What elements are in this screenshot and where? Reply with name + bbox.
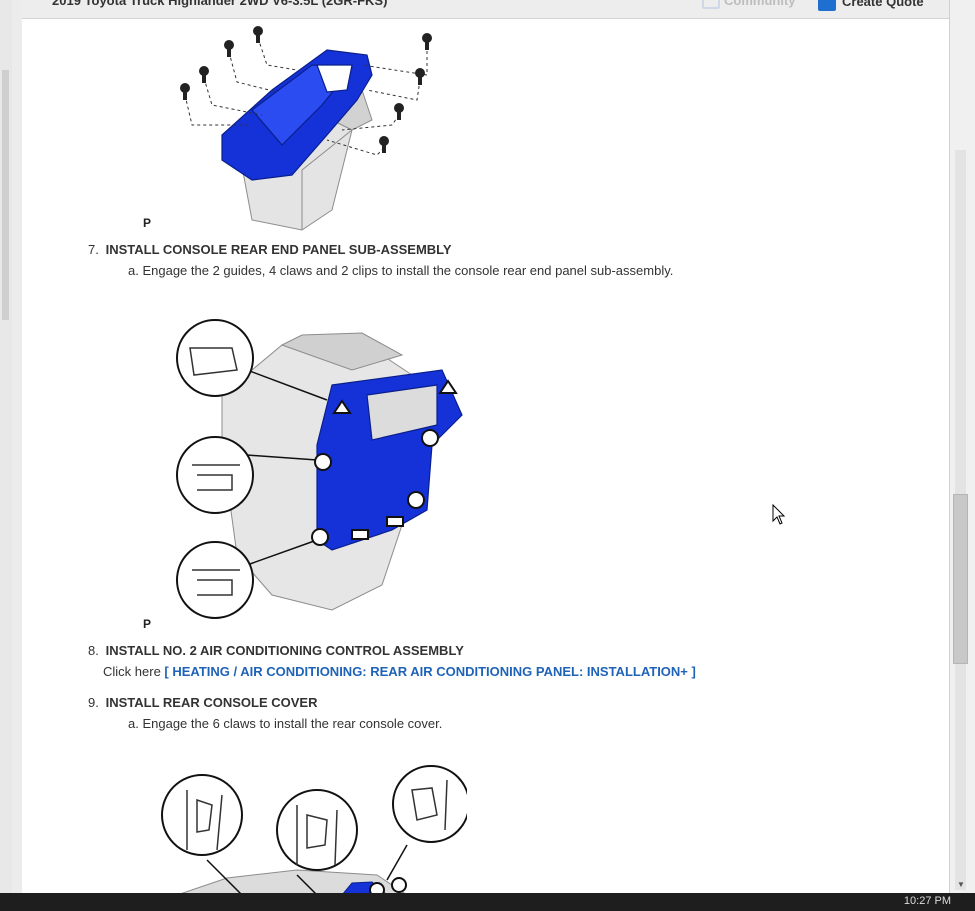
figure-label: P — [143, 216, 152, 230]
taskbar-clock: 10:27 PM — [903, 895, 951, 907]
create-quote-button[interactable]: Create Quote — [818, 0, 924, 11]
step-9: 9. INSTALL REAR CONSOLE COVER — [88, 695, 318, 710]
figure-rear-end-panel — [176, 319, 463, 619]
screws — [180, 26, 432, 153]
figure-label: P — [143, 617, 152, 631]
scroll-down-arrow-icon[interactable]: ▼ — [957, 880, 965, 889]
callout-detail — [186, 779, 448, 866]
clip-markers — [311, 379, 458, 546]
clip-markers — [369, 877, 407, 893]
blue-part — [221, 49, 373, 181]
callout-lines — [206, 844, 408, 893]
step-8: 8. INSTALL NO. 2 AIR CONDITIONING CONTRO… — [88, 643, 464, 658]
mouse-cursor-icon — [772, 504, 786, 525]
step-9-title: INSTALL REAR CONSOLE COVER — [105, 695, 318, 710]
callout-lines — [246, 369, 328, 566]
top-bar: 2019 Toyota Truck Highlander 2WD V6-3.5L… — [22, 0, 949, 19]
vehicle-title: 2019 Toyota Truck Highlander 2WD V6-3.5L… — [52, 0, 388, 8]
blue-panel — [316, 369, 463, 551]
right-scrollbar[interactable]: ▼ — [950, 0, 975, 893]
figure-console-box-screws — [180, 26, 432, 231]
screw-lines — [184, 37, 428, 156]
quote-icon — [818, 0, 836, 11]
callout-circles — [161, 765, 467, 871]
content-window: 2019 Toyota Truck Highlander 2WD V6-3.5L… — [12, 0, 950, 893]
step-7: 7. INSTALL CONSOLE REAR END PANEL SUB-AS… — [88, 242, 452, 257]
callout-detail — [189, 347, 240, 596]
figure-rear-console-cover — [161, 765, 467, 893]
step-8-title: INSTALL NO. 2 AIR CONDITIONING CONTROL A… — [105, 643, 464, 658]
callout-circles — [176, 319, 254, 619]
step-8-click: Click here [ HEATING / AIR CONDITIONING:… — [103, 664, 696, 679]
rear-ac-panel-installation-link[interactable]: [ HEATING / AIR CONDITIONING: REAR AIR C… — [164, 664, 696, 679]
community-button[interactable]: Community — [702, 0, 796, 9]
taskbar: 10:27 PM — [0, 893, 975, 911]
procedure-content: P 7. INSTALL CONSOLE REAR END PANEL SUB-… — [22, 0, 949, 893]
step-9-sub: a. Engage the 6 claws to install the rea… — [128, 716, 443, 731]
step-7-title: INSTALL CONSOLE REAR END PANEL SUB-ASSEM… — [105, 242, 452, 257]
step-7-sub: a. Engage the 2 guides, 4 claws and 2 cl… — [128, 263, 674, 278]
scroll-thumb[interactable] — [953, 494, 968, 664]
left-scroll-thumb[interactable] — [2, 70, 9, 320]
comment-icon — [702, 0, 720, 9]
